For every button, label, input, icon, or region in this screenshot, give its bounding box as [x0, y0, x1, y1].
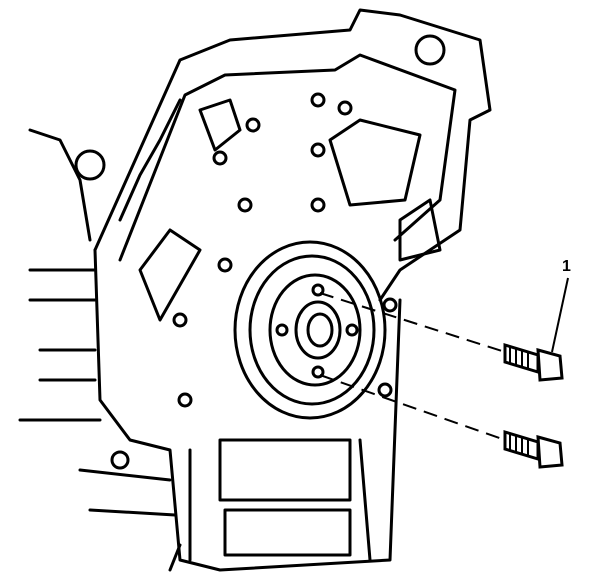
callout-1-label: 1 — [562, 258, 571, 275]
crankshaft-hub — [233, 240, 387, 420]
callout-leader-line — [551, 277, 569, 353]
cover-bolts — [110, 92, 398, 470]
alignment-lines — [319, 292, 506, 441]
engine-block — [18, 8, 492, 572]
crankshaft-bolt-upper — [503, 342, 564, 382]
crankshaft-bolt-lower — [503, 429, 564, 469]
